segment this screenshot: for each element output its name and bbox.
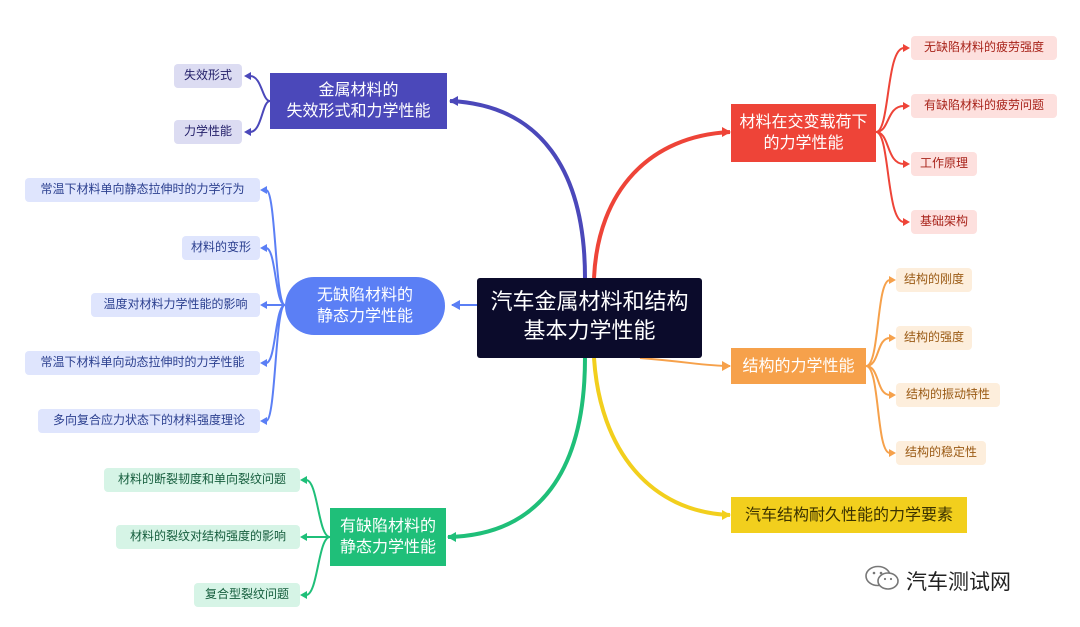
watermark: 汽车测试网 xyxy=(864,564,1011,597)
link-metal xyxy=(449,99,587,279)
wechat-icon xyxy=(864,564,900,597)
leaf-static-tension[interactable]: 常温下材料单向静态拉伸时的力学行为 xyxy=(25,178,260,202)
leaf-deformation[interactable]: 材料的变形 xyxy=(182,236,260,260)
leaf-fracture-toughness[interactable]: 材料的断裂韧度和单向裂纹问题 xyxy=(104,468,300,492)
branch-durability[interactable]: 汽车结构耐久性能的力学要素 xyxy=(731,497,967,533)
leaf-temperature-effect[interactable]: 温度对材料力学性能的影响 xyxy=(91,293,260,317)
leaf-strength-theory[interactable]: 多向复合应力状态下的材料强度理论 xyxy=(38,409,260,433)
leaf-stiffness[interactable]: 结构的刚度 xyxy=(896,268,972,292)
branch-defect-static[interactable]: 有缺陷材料的 静态力学性能 xyxy=(330,508,446,566)
leaf-mechanical-properties[interactable]: 力学性能 xyxy=(174,120,242,144)
leaf-basic-architecture[interactable]: 基础架构 xyxy=(911,210,977,234)
link-alternating xyxy=(592,130,731,279)
branch-metal-failure[interactable]: 金属材料的 失效形式和力学性能 xyxy=(270,73,447,129)
link-defect xyxy=(447,357,587,539)
leaf-strength[interactable]: 结构的强度 xyxy=(896,326,972,350)
branch-structure-mechanics[interactable]: 结构的力学性能 xyxy=(731,348,866,384)
leaf-fatigue-strength[interactable]: 无缺陷材料的疲劳强度 xyxy=(911,36,1057,60)
leaf-failure-modes[interactable]: 失效形式 xyxy=(174,64,242,88)
leaf-working-principle[interactable]: 工作原理 xyxy=(911,152,977,176)
link-durability xyxy=(592,357,731,517)
link-structure xyxy=(639,357,731,367)
branch-nodefect-static[interactable]: 无缺陷材料的 静态力学性能 xyxy=(285,277,445,335)
watermark-text: 汽车测试网 xyxy=(906,569,1011,594)
leaf-fatigue-problem[interactable]: 有缺陷材料的疲劳问题 xyxy=(911,94,1057,118)
leaf-vibration[interactable]: 结构的振动特性 xyxy=(896,383,1000,407)
leaf-stability[interactable]: 结构的稳定性 xyxy=(896,441,986,465)
leaf-dynamic-tension[interactable]: 常温下材料单向动态拉伸时的力学性能 xyxy=(25,351,260,375)
branch-alternating-load[interactable]: 材料在交变载荷下 的力学性能 xyxy=(731,104,876,162)
leaf-mixed-mode-crack[interactable]: 复合型裂纹问题 xyxy=(194,583,300,607)
center-topic[interactable]: 汽车金属材料和结构 基本力学性能 xyxy=(477,278,702,358)
leaf-crack-effect[interactable]: 材料的裂纹对结构强度的影响 xyxy=(116,525,300,549)
